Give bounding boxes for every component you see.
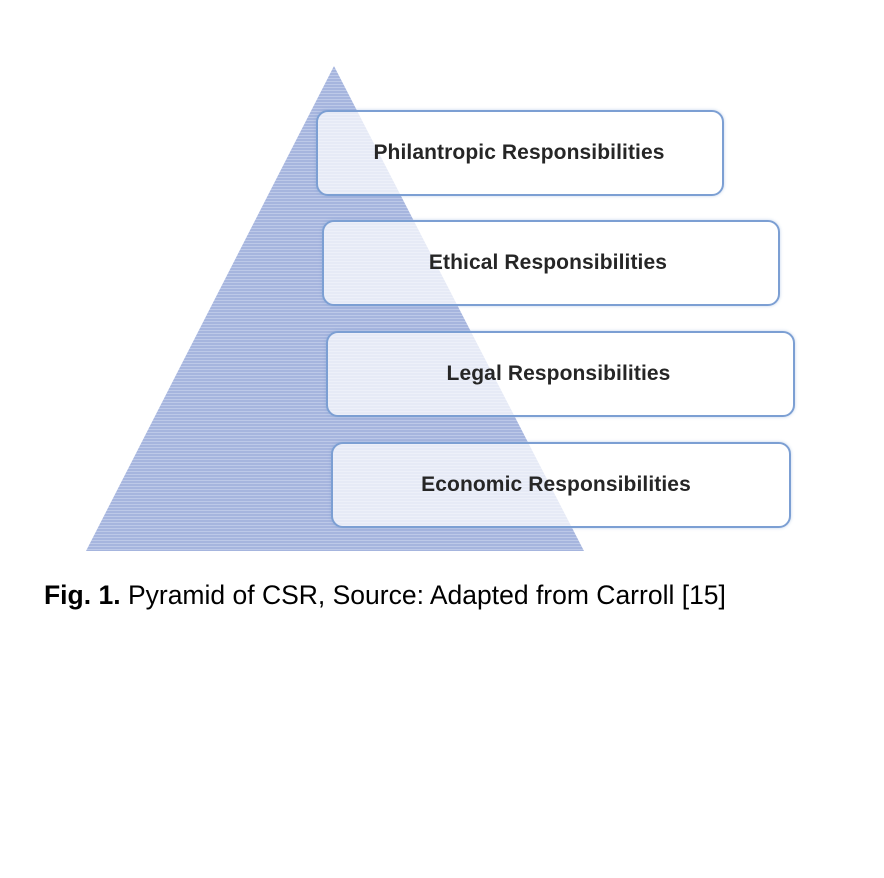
figure-caption: Fig. 1. Pyramid of CSR, Source: Adapted … bbox=[44, 580, 726, 611]
ethical-responsibilities-box: Ethical Responsibilities bbox=[322, 220, 780, 306]
philanthropic-responsibilities-label: Philantropic Responsibilities bbox=[373, 141, 665, 164]
pyramid-shape bbox=[86, 66, 584, 551]
csr-pyramid-figure: Philantropic Responsibilities Ethical Re… bbox=[86, 66, 795, 551]
philanthropic-responsibilities-box: Philantropic Responsibilities bbox=[316, 110, 724, 196]
figure-number: Fig. 1. bbox=[44, 580, 121, 610]
caption-text: Pyramid of CSR, Source: Adapted from Car… bbox=[120, 580, 726, 610]
economic-responsibilities-box: Economic Responsibilities bbox=[331, 442, 791, 528]
legal-responsibilities-box: Legal Responsibilities bbox=[326, 331, 795, 417]
legal-responsibilities-label: Legal Responsibilities bbox=[446, 362, 671, 385]
pyramid-triangle bbox=[86, 66, 584, 551]
ethical-responsibilities-label: Ethical Responsibilities bbox=[428, 251, 668, 274]
economic-responsibilities-label: Economic Responsibilities bbox=[421, 473, 691, 496]
